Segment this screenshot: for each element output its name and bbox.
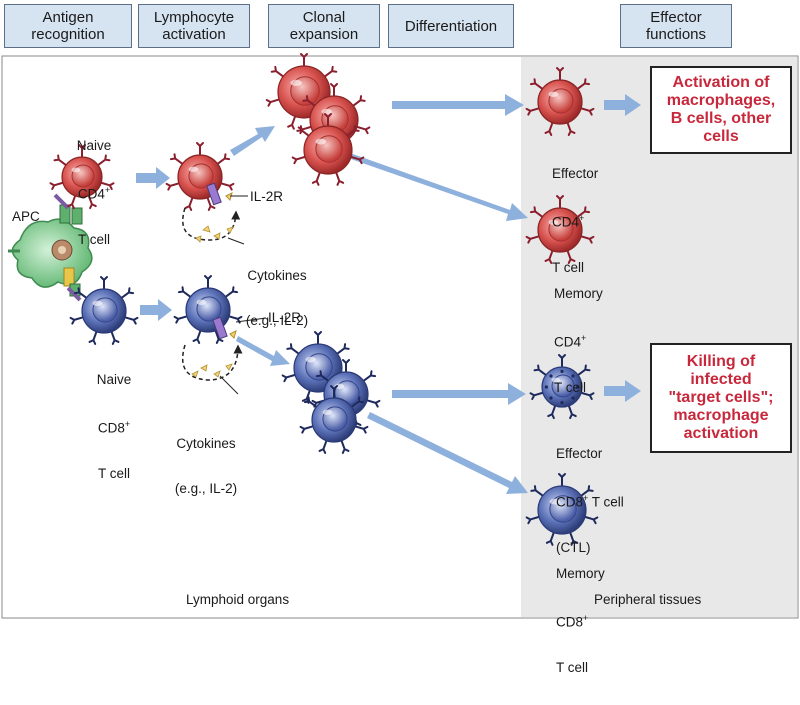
naive-cd8-line1: Naive bbox=[96, 372, 132, 387]
region-label-peripheral: Peripheral tissues bbox=[594, 592, 702, 607]
label-cytokines-top: Cytokines (e.g., IL-2) bbox=[232, 238, 322, 358]
stage-antigen-recognition: Antigen recognition bbox=[4, 4, 132, 48]
effector-function-cd4: Activation of macrophages, B cells, othe… bbox=[650, 66, 792, 154]
arrow-expansion-to-memory-cd4 bbox=[348, 153, 528, 221]
cytokine-loop-top bbox=[182, 207, 241, 241]
il2r-receptor-top bbox=[206, 182, 222, 206]
memory-cd8-cell bbox=[525, 473, 599, 546]
label-il2r-bottom: IL-2R bbox=[268, 310, 302, 325]
label-memory-cd4: Memory CD4+ T cell bbox=[554, 256, 603, 425]
memory-cd4-line1: Memory bbox=[554, 286, 603, 301]
naive-cd4-text: CD4 bbox=[77, 186, 105, 202]
stage-effector-functions: Effector functions bbox=[620, 4, 732, 48]
flow-arrows bbox=[136, 94, 641, 494]
il2r-receptor-bottom bbox=[212, 316, 228, 340]
stage-label: Clonal expansion bbox=[289, 9, 359, 43]
arrow-naive-cd4-to-activation bbox=[136, 167, 170, 189]
effector-cd4-text: CD4 bbox=[552, 214, 580, 230]
label-naive-cd8: Naive CD8+ T cell bbox=[84, 342, 144, 511]
cytokines-top-line1: Cytokines bbox=[247, 268, 307, 283]
stage-differentiation: Differentiation bbox=[388, 4, 514, 48]
stage-label: Effector functions bbox=[645, 9, 707, 43]
memory-cd4-line2: CD4+ bbox=[554, 331, 603, 350]
label-naive-cd4: Naive CD4+ T cell bbox=[64, 108, 124, 277]
expanded-cd8-cell-3 bbox=[299, 385, 369, 454]
arrow-expansion-to-effector-cd8 bbox=[392, 383, 526, 405]
label-effector-cd8: Effector CD8+ T cell (CTL) bbox=[556, 416, 624, 585]
naive-cd4-sup: + bbox=[104, 185, 111, 195]
cytokine-loop-bottom bbox=[181, 344, 243, 381]
effector-cd4-sup: + bbox=[579, 213, 585, 223]
stage-label: Antigen recognition bbox=[31, 9, 105, 43]
naive-cd8-line2: CD8+ bbox=[84, 417, 144, 436]
naive-cd8-text: CD8 bbox=[97, 420, 125, 436]
memory-cd4-line3: T cell bbox=[554, 379, 587, 395]
effector-cd4-line2: CD4+ bbox=[552, 211, 598, 230]
label-effector-cd4: Effector CD4+ T cell bbox=[552, 136, 598, 305]
effector-function-cd8: Killing of infected "target cells"; macr… bbox=[650, 343, 792, 453]
naive-cd4-line1: Naive bbox=[76, 138, 112, 153]
effector-cd8-line2: CD8+ T cell bbox=[556, 491, 624, 510]
effector-cd8-cell bbox=[529, 354, 595, 420]
stage-label: Differentiation bbox=[404, 17, 498, 35]
effector-cd8-line1: Effector bbox=[556, 446, 603, 461]
arrow-effector-cd8-to-function bbox=[604, 380, 641, 402]
naive-cd8-sup: + bbox=[124, 419, 131, 429]
stage-clonal-expansion: Clonal expansion bbox=[268, 4, 380, 48]
cytokines-top-line2: (e.g., IL-2) bbox=[245, 313, 309, 328]
naive-cd4-cell bbox=[49, 144, 115, 210]
effector-cd8-text: CD8 bbox=[556, 494, 584, 510]
stage-label: Lymphocyte activation bbox=[153, 9, 235, 43]
label-cytokines-bottom: Cytokines (e.g., IL-2) bbox=[156, 406, 256, 526]
effector-cd8-sup: + bbox=[583, 493, 589, 503]
arrow-activation-cd8-to-expansion bbox=[236, 336, 290, 366]
cytokine-molecules bbox=[191, 225, 234, 378]
stage-lymphocyte-activation: Lymphocyte activation bbox=[138, 4, 250, 48]
effector-cd8-text2: T cell bbox=[588, 494, 624, 510]
memory-cd8-line2: CD8+ bbox=[556, 611, 605, 630]
memory-cd8-sup: + bbox=[583, 613, 589, 623]
memory-cd4-sup: + bbox=[581, 333, 587, 343]
expanded-cd8-cell-1 bbox=[281, 331, 355, 404]
activated-cd4-cell bbox=[165, 142, 235, 211]
arrow-effector-cd4-to-function bbox=[604, 94, 641, 116]
cytokines-bottom-line2: (e.g., IL-2) bbox=[174, 481, 238, 496]
region-label-lymphoid: Lymphoid organs bbox=[186, 592, 290, 607]
label-memory-cd8: Memory CD8+ T cell bbox=[556, 536, 605, 705]
naive-cd4-line2: CD4+ bbox=[64, 183, 124, 202]
arrow-naive-cd8-to-activation bbox=[140, 299, 172, 321]
activated-cd8-cell bbox=[173, 275, 243, 344]
apc-cell bbox=[8, 204, 93, 297]
memory-cd8-line3: T cell bbox=[556, 659, 589, 675]
memory-cd4-cell bbox=[525, 195, 595, 264]
effector-cd4-cell bbox=[525, 67, 595, 136]
memory-cd4-text: CD4 bbox=[554, 334, 582, 350]
effector-cd8-line3: (CTL) bbox=[556, 539, 591, 555]
label-il2r-top: IL-2R bbox=[250, 189, 284, 204]
arrow-expansion-to-memory-cd8 bbox=[367, 412, 528, 494]
effector-cd4-line1: Effector bbox=[552, 166, 599, 181]
naive-cd4-line3: T cell bbox=[77, 231, 110, 247]
arrow-expansion-to-effector-cd4 bbox=[392, 94, 524, 116]
expanded-cd4-cell-3 bbox=[291, 113, 365, 186]
diagram: Antigen recognition Lymphocyte activatio… bbox=[1, 4, 799, 675]
memory-cd8-text: CD8 bbox=[556, 614, 584, 630]
effector-cd4-line3: T cell bbox=[552, 259, 585, 275]
arrow-activation-cd4-to-expansion bbox=[230, 126, 275, 156]
naive-cd8-cell bbox=[69, 276, 139, 345]
naive-cd8-line3: T cell bbox=[97, 465, 130, 481]
label-apc: APC bbox=[12, 209, 40, 224]
cytokines-bottom-line1: Cytokines bbox=[176, 436, 236, 451]
memory-cd8-line1: Memory bbox=[556, 566, 605, 581]
